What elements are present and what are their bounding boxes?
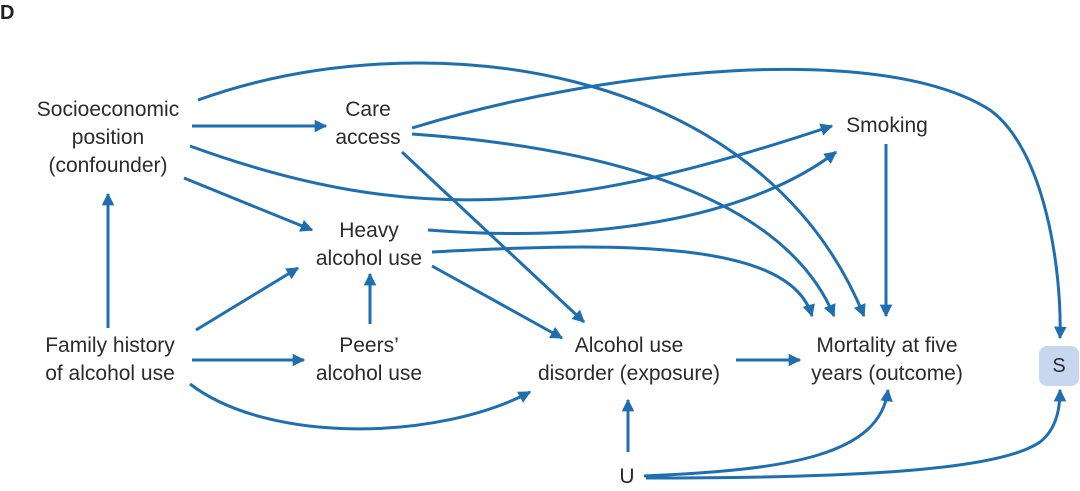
node-heavy-alcohol-use: Heavy alcohol use (304, 217, 434, 273)
node-label-line: Family history (45, 334, 175, 357)
node-mortality: Mortality at five years (outcome) (800, 332, 974, 388)
edge-u-s (645, 388, 1067, 480)
edge-heavy-aud (431, 264, 564, 340)
edge-family-aud (189, 382, 532, 431)
node-label-line: disorder (exposure) (537, 362, 721, 385)
node-label-line: U (619, 465, 635, 488)
node-label-line: Socioeconomic (36, 98, 180, 121)
node-label-line: of alcohol use (45, 362, 175, 385)
edge-care-s (411, 67, 1067, 340)
node-label-line: Alcohol use (574, 334, 684, 357)
node-smoking: Smoking (836, 112, 938, 140)
edge-ses-heavy (183, 176, 314, 232)
node-label-line: alcohol use (315, 247, 423, 270)
node-care-access: Care access (326, 96, 410, 152)
edge-ses-smoking (189, 123, 834, 202)
node-label-line: Peers’ (339, 334, 399, 357)
edge-care-mort (411, 132, 836, 318)
node-socioeconomic-position: Socioeconomic position (confounder) (22, 96, 194, 180)
node-s: S (1039, 346, 1079, 386)
node-alcohol-use-disorder: Alcohol use disorder (exposure) (536, 332, 722, 388)
edges (101, 61, 1067, 480)
node-label-line: Care (345, 98, 391, 121)
node-label-line: access (335, 126, 401, 149)
node-label-line: Mortality at five (816, 334, 958, 357)
edge-heavy-smoking (427, 150, 838, 235)
node-label-line: S (1052, 354, 1066, 377)
edge-u-mort (643, 388, 893, 478)
panel-label: D (0, 2, 15, 24)
edge-care-aud (400, 150, 586, 324)
node-label-line: (confounder) (48, 154, 168, 177)
edge-family-heavy (195, 266, 300, 332)
node-label-line: Smoking (846, 114, 928, 137)
node-label-line: Heavy (339, 219, 399, 242)
node-label-line: years (outcome) (811, 362, 963, 385)
node-family-history: Family history of alcohol use (30, 332, 190, 388)
edge-ses-mort (197, 61, 866, 318)
node-label-line: alcohol use (315, 362, 423, 385)
node-peers-alcohol-use: Peers’ alcohol use (306, 332, 432, 388)
node-u: U (612, 463, 642, 491)
edge-heavy-mort (431, 245, 815, 318)
node-label-line: position (71, 126, 145, 149)
